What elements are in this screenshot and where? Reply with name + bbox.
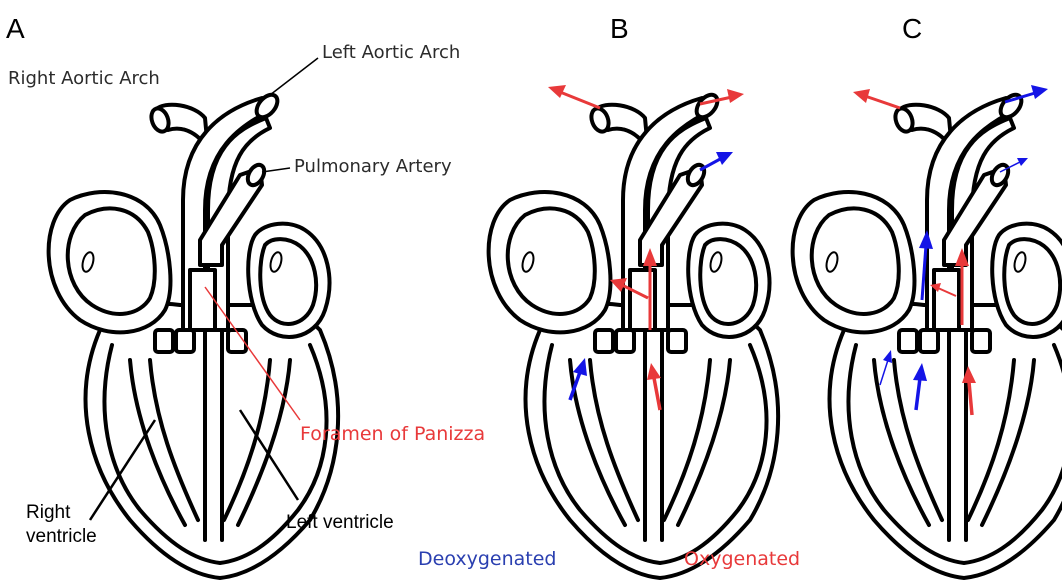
- legend-oxygenated: Oxygenated: [684, 548, 800, 570]
- arrow-red-right-arch-b: [548, 85, 600, 108]
- panel-c: C: [793, 13, 1062, 578]
- panel-b: B: [489, 13, 778, 578]
- leader-left-aortic-arch: [270, 58, 318, 95]
- heart-drawing-b: [489, 91, 778, 578]
- arrow-blue-left-arch-c: [1005, 85, 1048, 102]
- label-right-ventricle-line1: Right: [26, 502, 71, 523]
- label-right-aortic-arch: Right Aortic Arch: [8, 68, 160, 89]
- legend-deoxygenated: Deoxygenated: [418, 548, 556, 570]
- label-left-ventricle: Left ventricle: [286, 512, 394, 533]
- arrow-blue-pulmonary-b: [700, 152, 733, 170]
- panel-letter-c: C: [902, 13, 922, 44]
- label-foramen-of-panizza: Foramen of Panizza: [300, 423, 485, 445]
- arrow-red-right-arch-c: [853, 89, 900, 108]
- leader-pulmonary-artery: [262, 168, 290, 172]
- label-left-aortic-arch: Left Aortic Arch: [322, 42, 460, 63]
- label-right-ventricle-line2: ventricle: [26, 526, 97, 547]
- panel-a: A Right Aortic Arch Left Aortic Arch Pul…: [6, 13, 485, 578]
- panel-letter-b: B: [610, 13, 629, 44]
- panel-letter-a: A: [6, 13, 25, 44]
- label-pulmonary-artery: Pulmonary Artery: [294, 156, 452, 177]
